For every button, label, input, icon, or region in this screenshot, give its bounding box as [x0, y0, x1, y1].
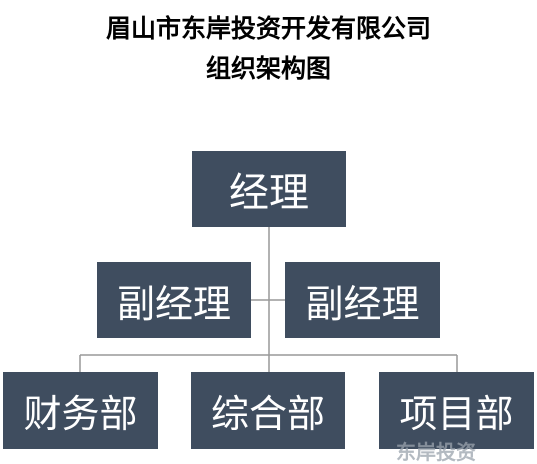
node-general-dept: 综合部 — [191, 372, 345, 449]
node-finance-dept: 财务部 — [3, 372, 158, 449]
node-manager: 经理 — [192, 151, 346, 227]
node-project-dept: 项目部 — [379, 372, 534, 449]
chart-subtitle: 组织架构图 — [205, 54, 331, 83]
chart-title: 眉山市东岸投资开发有限公司 — [105, 14, 431, 43]
node-deputy-manager-right: 副经理 — [285, 262, 440, 338]
watermark-logo: 东岸投资 — [396, 440, 476, 464]
node-deputy-manager-left: 副经理 — [97, 262, 251, 338]
